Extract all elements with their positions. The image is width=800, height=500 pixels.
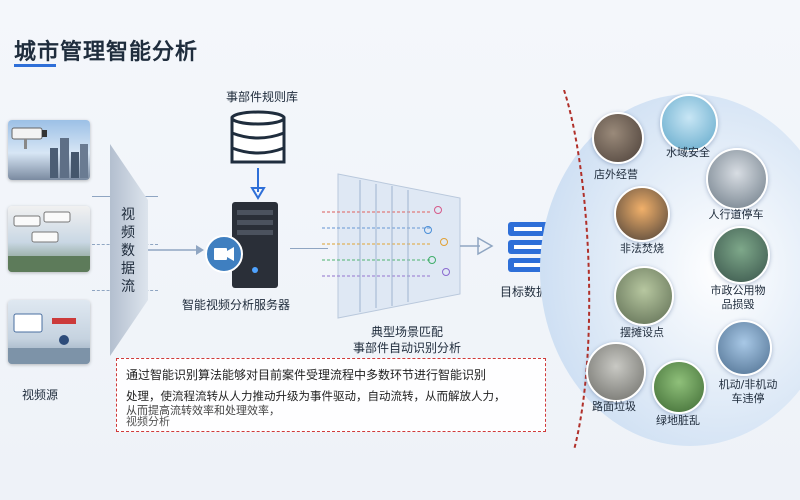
cctv-camera-icon	[11, 127, 88, 178]
description-line3: 从而提高流转效率和处理效率，	[126, 404, 280, 417]
server-arrow	[290, 248, 328, 249]
description-box	[116, 358, 546, 432]
title-underline	[14, 64, 56, 67]
scene-parking-image	[706, 148, 768, 210]
scene-facility-image	[712, 226, 770, 284]
rule-library-label: 事部件规则库	[226, 90, 299, 104]
description-line4: 视频分析	[126, 415, 170, 428]
matching-funnel	[322, 173, 494, 319]
scene-label: 人行道停车	[708, 208, 764, 221]
scene-label: 水域安全	[666, 146, 710, 159]
analysis-server-label: 智能视频分析服务器	[182, 298, 291, 312]
description-line1: 通过智能识别算法能够对目前案件受理流程中多数环节进行智能识别	[126, 368, 487, 382]
scene-label: 路面垃圾	[592, 400, 636, 413]
field-scene-image	[8, 300, 90, 364]
database-icon	[230, 110, 286, 200]
cctv-camera-icon	[8, 211, 90, 272]
scene-matching-line2: 事部件自动识别分析	[352, 341, 461, 355]
scene-burning-image	[614, 186, 670, 242]
page-title: 城市管理智能分析	[14, 40, 199, 65]
scene-vehicle-image	[716, 320, 772, 376]
camera-city-image	[8, 120, 90, 180]
scene-water-image	[660, 94, 718, 152]
camera-array-image	[8, 206, 90, 272]
video-source-label: 视频源	[22, 388, 59, 402]
description-line2: 处理，使流程流转从人力推动升级为事件驱动，自动流转，从而解放人力，	[126, 389, 506, 403]
stream-funnel	[110, 144, 204, 356]
target-data-label: 目标数据	[500, 285, 549, 299]
video-stream-label: 视频数据流	[121, 207, 135, 295]
scene-matching-line1: 典型场景匹配	[370, 325, 443, 339]
scene-label: 店外经营	[594, 168, 638, 181]
scene-stall-image	[614, 266, 674, 326]
scene-matching-label: 典型场景匹配 事部件自动识别分析	[332, 324, 482, 356]
scene-storefront-image	[592, 112, 644, 164]
scene-trash-image	[586, 342, 646, 402]
scene-label: 机动/非机动车违停	[718, 378, 778, 405]
scene-label: 非法焚烧	[620, 242, 664, 255]
scene-greenland-image	[652, 360, 706, 414]
scene-label: 市政公用物品损毁	[710, 284, 766, 311]
vehicle-icon	[8, 313, 90, 364]
scene-label: 摆摊设点	[620, 326, 664, 339]
scene-label: 绿地脏乱	[656, 414, 700, 427]
server-icon	[205, 202, 278, 288]
